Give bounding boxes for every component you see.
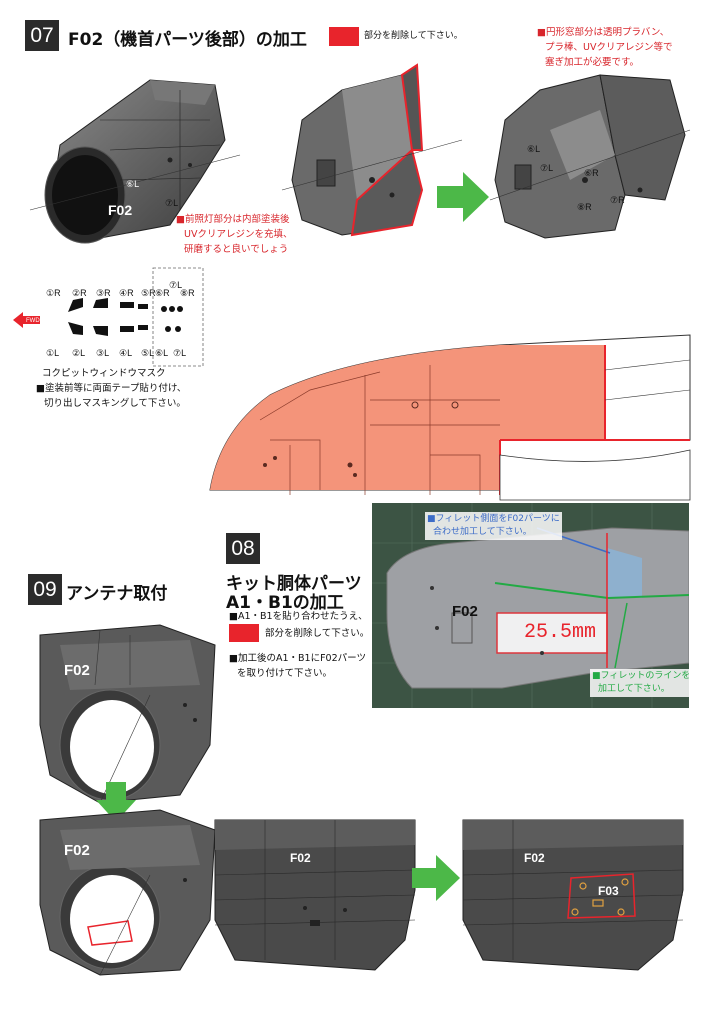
delete-legend-swatch <box>329 27 359 46</box>
mark-6l-right: ⑥L <box>527 144 541 154</box>
delete-legend-text: 部分を削除して下さい。 <box>364 31 463 41</box>
step-08-note1b: 部分を削除して下さい。 <box>265 628 370 639</box>
fwd-label: FWD <box>26 318 40 324</box>
fuselage-outline <box>209 334 691 501</box>
step-08-title-2: A1・B1の加工 <box>226 593 344 613</box>
dimension-label: 25.5mm <box>524 621 597 644</box>
step-09-f02-lower: F02 <box>64 842 90 859</box>
step-08-photo: ■フィレット側面をF02パーツに 合わせ加工して下さい。 F02 25.5mm … <box>372 503 689 708</box>
mask-bottom-6l: ⑥L <box>155 348 169 358</box>
step-08-title-1: キット胴体パーツ <box>226 574 362 594</box>
step-08-note2: ■加工後のA1・B1にF02パーツ を取り付けて下さい。 <box>229 651 366 681</box>
mask-diagram: ⑦L ①R ②R ③R ④R ⑤R ⑥R ⑧R FWD ①L ②L ③L ④L … <box>13 260 208 380</box>
mark-6l-left: ⑥L <box>126 179 140 189</box>
photo-contents <box>372 503 689 708</box>
mask-top-5r: ⑤R <box>141 288 156 298</box>
mask-bottom-1l: ①L <box>46 348 60 358</box>
mask-bottom-4l: ④L <box>119 348 133 358</box>
mark-7r-right: ⑦R <box>610 195 625 205</box>
mask-title: コクピットウィンドウマスク <box>42 368 166 379</box>
mark-7l-left: ⑦L <box>165 198 179 208</box>
note-line: を取り付けて下さい。 <box>237 668 333 679</box>
step-08-number: 08 <box>226 533 260 564</box>
step-09-upper-illustration <box>39 624 216 804</box>
photo-part-f02: F02 <box>452 603 478 620</box>
step-09-f02-right: F02 <box>524 851 545 865</box>
note-line: ■前照灯部分は内部塗装後 <box>176 214 290 225</box>
mark-8r-right: ⑧R <box>577 202 592 212</box>
mask-top-1r: ①R <box>46 288 61 298</box>
delete-swatch-08 <box>229 624 259 642</box>
note-line: ■加工後のA1・B1にF02パーツ <box>229 653 366 664</box>
circle-window-note: ■円形窓部分は透明プラバン、 プラ棒、UVクリアレジン等で 塞ぎ加工が必要です。 <box>537 25 672 70</box>
note-line: プラ棒、UVクリアレジン等で <box>545 42 673 53</box>
mask-shapes <box>13 267 204 367</box>
green-arrow-right-09 <box>412 855 460 901</box>
mask-top-3r: ③R <box>96 288 111 298</box>
mask-top-6r: ⑥R <box>155 288 170 298</box>
f02-middle-illustration <box>281 63 463 237</box>
step-08-note1: ■A1・B1を貼り合わせたうえ、 <box>229 611 368 622</box>
mask-label-7l-top: ⑦L <box>169 280 183 290</box>
photo-note-top: ■フィレット側面をF02パーツに 合わせ加工して下さい。 <box>425 512 562 540</box>
note-line: 研磨すると良いでしょう <box>184 244 289 255</box>
mask-top-4r: ④R <box>119 288 134 298</box>
note-line: ■フィレット側面をF02パーツに <box>427 514 560 524</box>
mask-bottom-2l: ②L <box>72 348 86 358</box>
mark-6r-right: ⑥R <box>584 168 599 178</box>
step-07-number: 07 <box>25 20 59 51</box>
step-07-title: F02（機首パーツ後部）の加工 <box>68 30 307 50</box>
step-09-f03-right: F03 <box>598 884 619 898</box>
mask-bottom-3l: ③L <box>96 348 110 358</box>
green-arrow-right-07 <box>437 172 489 222</box>
mask-bottom-7l: ⑦L <box>173 348 187 358</box>
note-line: 切り出しマスキングして下さい。 <box>44 398 186 409</box>
green-arrow-down-09 <box>96 782 136 822</box>
photo-note-bottom: ■フィレットのラインを 加工して下さい。 <box>590 669 689 697</box>
step-09-middle-illustration <box>214 819 416 971</box>
note-line: 塞ぎ加工が必要です。 <box>545 57 640 68</box>
note-line: ■円形窓部分は透明プラバン、 <box>537 27 670 38</box>
mark-7l-right: ⑦L <box>540 163 554 173</box>
step-09-number: 09 <box>28 574 62 605</box>
step-09-right-illustration <box>462 819 684 971</box>
note-line: 合わせ加工して下さい。 <box>433 527 532 537</box>
mask-top-2r: ②R <box>72 288 87 298</box>
step-09-f03-lower: F03 <box>96 929 119 944</box>
note-line: ■フィレットのラインを <box>592 671 689 681</box>
step-09-f02-middle: F02 <box>290 851 311 865</box>
mask-note: ■塗装前等に両面テープ貼り付け、 切り出しマスキングして下さい。 <box>36 381 186 411</box>
step-09-f02-upper: F02 <box>64 662 90 679</box>
note-line: 加工して下さい。 <box>598 684 670 694</box>
mask-bottom-5l: ⑤L <box>141 348 155 358</box>
step-09-title: アンテナ取付 <box>66 584 168 604</box>
headlight-note: ■前照灯部分は内部塗装後 UVクリアレジンを充填、 研磨すると良いでしょう <box>176 212 292 257</box>
f02-left-illustration <box>29 79 241 244</box>
note-line: UVクリアレジンを充填、 <box>184 229 293 240</box>
part-f02-label: F02 <box>108 202 133 218</box>
f02-right-illustration <box>489 74 691 239</box>
mask-top-8r: ⑧R <box>180 288 195 298</box>
note-line: ■塗装前等に両面テープ貼り付け、 <box>36 383 187 394</box>
step-09-lower-illustration <box>39 809 216 976</box>
